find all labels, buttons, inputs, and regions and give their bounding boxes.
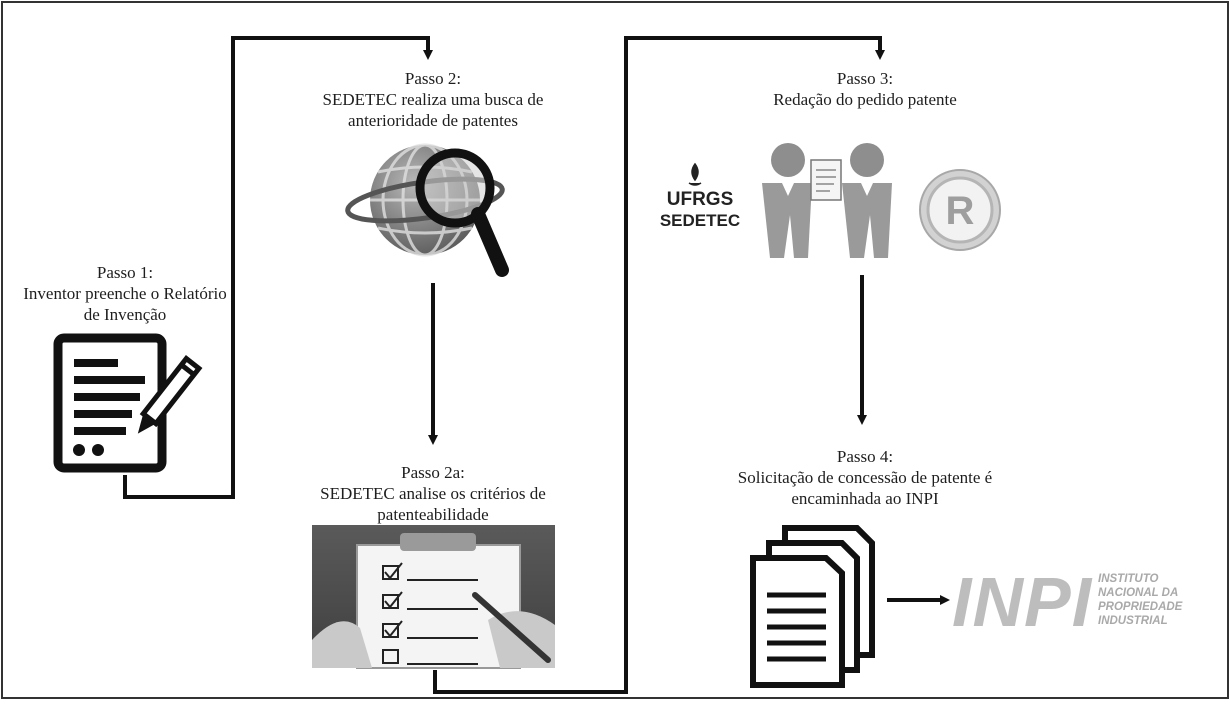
step1-label: Passo 1: Inventor preenche o Relatório d… bbox=[10, 262, 240, 325]
checklist-clipboard-icon bbox=[312, 525, 555, 669]
step3-title: Passo 3: bbox=[836, 69, 894, 88]
step4-title: Passo 4: bbox=[836, 447, 894, 466]
step2a-line2: patenteabilidade bbox=[377, 505, 489, 524]
step2a-label: Passo 2a: SEDETEC analise os critérios d… bbox=[268, 462, 598, 525]
step4-line1: Solicitação de concessão de patente é bbox=[737, 468, 993, 487]
step3-label: Passo 3: Redação do pedido patente bbox=[700, 68, 1030, 110]
sedetec-label: SEDETEC bbox=[660, 211, 740, 230]
globe-search-icon bbox=[345, 143, 509, 277]
step1-title: Passo 1: bbox=[96, 263, 154, 282]
step2a-line1: SEDETEC analise os critérios de bbox=[320, 484, 546, 503]
inpi-line-4: INDUSTRIAL bbox=[1098, 615, 1168, 627]
step2-label: Passo 2: SEDETEC realiza uma busca de an… bbox=[268, 68, 598, 131]
inpi-logo: INPI INSTITUTO NACIONAL DA PROPRIEDADE I… bbox=[952, 563, 1183, 641]
step3-line1: Redação do pedido patente bbox=[773, 90, 957, 109]
registered-trademark-icon: R bbox=[919, 169, 1001, 251]
document-stack-icon bbox=[750, 525, 875, 688]
step2a-title: Passo 2a: bbox=[401, 463, 465, 482]
step2-line2: anterioridade de patentes bbox=[348, 111, 518, 130]
inpi-line-3: PROPRIEDADE bbox=[1098, 601, 1183, 613]
inpi-wordmark: INPI bbox=[952, 563, 1093, 641]
invention-report-icon bbox=[53, 333, 203, 473]
step1-line2: de Invenção bbox=[83, 305, 167, 324]
connector-step1-to-step2 bbox=[123, 36, 433, 499]
step2-title: Passo 2: bbox=[404, 69, 462, 88]
step1-line1: Inventor preenche o Relatório bbox=[23, 284, 227, 303]
step2-line1: SEDETEC realiza uma busca de bbox=[322, 90, 544, 109]
ufrgs-label: UFRGS bbox=[667, 189, 734, 210]
step4-line2: encaminhada ao INPI bbox=[791, 489, 939, 508]
handshake-document-icon bbox=[762, 143, 892, 258]
inpi-line-1: INSTITUTO bbox=[1098, 573, 1159, 585]
step4-label: Passo 4: Solicitação de concessão de pat… bbox=[680, 446, 1050, 509]
connector-step2a-to-step3 bbox=[433, 36, 885, 694]
inpi-line-2: NACIONAL DA bbox=[1098, 587, 1178, 599]
ufrgs-sedetec-logo: UFRGS SEDETEC bbox=[660, 162, 740, 230]
registered-letter: R bbox=[946, 189, 975, 233]
